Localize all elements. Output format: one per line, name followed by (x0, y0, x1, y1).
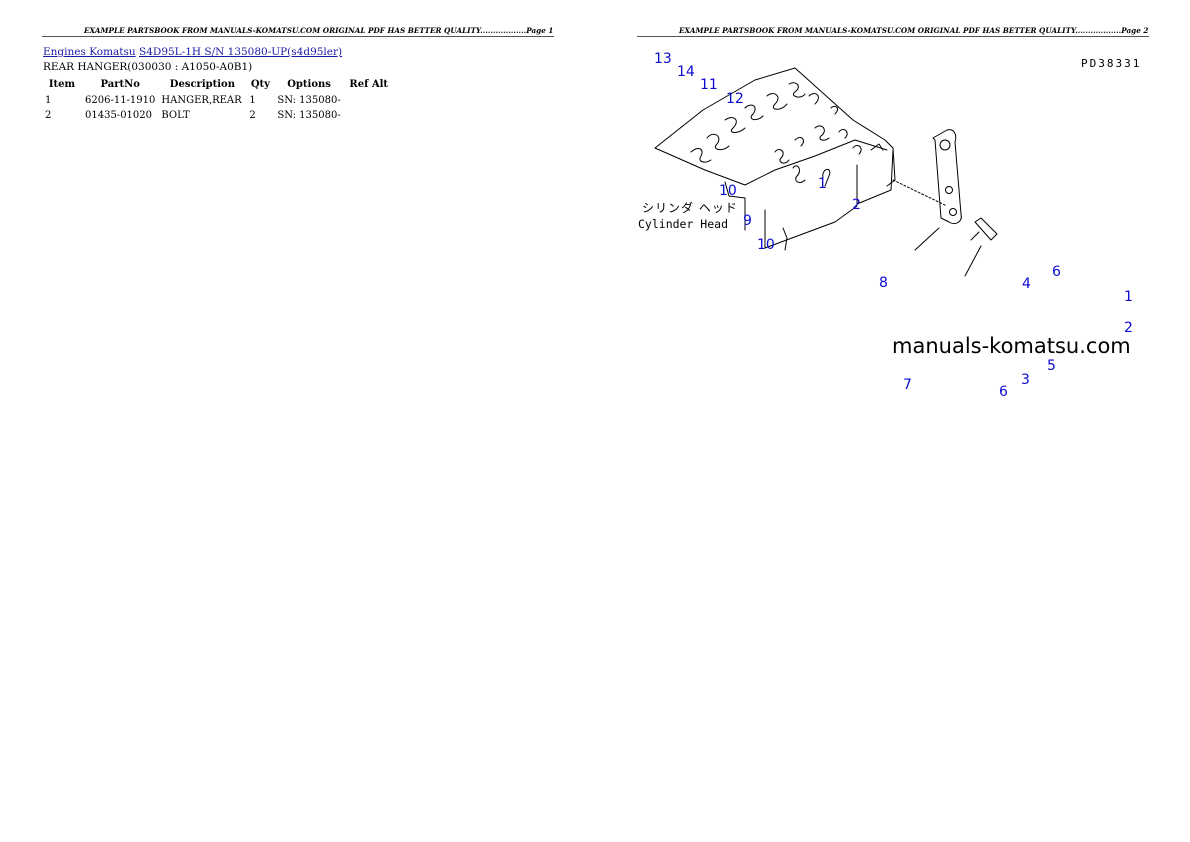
cell-options: SN: 135080- (277, 110, 341, 121)
header-rule (42, 36, 554, 37)
rear-hanger-shape (932, 129, 962, 225)
cylinder-head-outline (654, 67, 896, 187)
cell-description: BOLT (161, 110, 190, 121)
col-header-description: Description (169, 79, 235, 90)
parts-diagram (654, 67, 998, 277)
page-header: EXAMPLE PARTSBOOK FROM MANUALS-KOMATSU.C… (679, 26, 1149, 35)
table-row: 1 6206-11-1910 HANGER,REAR 1 SN: 135080- (42, 93, 394, 108)
cell-qty: 2 (249, 110, 256, 121)
parts-table: Item PartNo Description Qty Options Ref … (42, 76, 394, 123)
callout: 1 (818, 176, 827, 192)
col-header-ref-alt: Ref Alt (349, 79, 389, 90)
callout: 13 (654, 51, 672, 67)
callout: 9 (743, 213, 752, 229)
header-rule (637, 36, 1149, 37)
callout: 4 (1022, 276, 1031, 292)
bolt-shape (974, 217, 998, 241)
breadcrumb-link-engines[interactable]: Engines Komatsu (43, 46, 136, 58)
callout: 3 (1021, 372, 1030, 388)
watermark-text: manuals-komatsu.com (892, 334, 1131, 358)
breadcrumb: Engines Komatsu S4D95L-1H S/N 135080-UP(… (43, 46, 342, 58)
col-header-options: Options (287, 79, 331, 90)
callout: 8 (879, 275, 888, 291)
cell-partno: 01435-01020 (85, 110, 153, 121)
col-header-partno: PartNo (100, 79, 140, 90)
table-header-row: Item PartNo Description Qty Options Ref … (42, 76, 394, 93)
callout: 7 (903, 377, 912, 393)
callout: 14 (677, 64, 695, 80)
callout: 6 (999, 384, 1008, 400)
callout: 12 (726, 91, 744, 107)
col-header-qty: Qty (250, 79, 270, 90)
cell-ref-alt (344, 108, 394, 123)
cell-partno: 6206-11-1910 (85, 95, 156, 106)
callout: 5 (1047, 358, 1056, 374)
callout: 1 (1124, 289, 1133, 305)
cylinder-head-label-en: Cylinder Head (638, 217, 729, 231)
breadcrumb-link-model[interactable]: S4D95L-1H S/N 135080-UP(s4d95ler) (139, 46, 343, 58)
page-2: EXAMPLE PARTSBOOK FROM MANUALS-KOMATSU.C… (595, 0, 1190, 842)
cell-item: 1 (45, 95, 52, 106)
callout: 10 (757, 237, 775, 253)
callout: 2 (1124, 320, 1133, 336)
cylinder-head-label-jp: シリンダ ヘッド (642, 201, 738, 215)
cell-item: 2 (45, 110, 52, 121)
section-title: REAR HANGER(030030 : A1050-A0B1) (43, 61, 253, 73)
cell-description: HANGER,REAR (161, 95, 242, 106)
cell-options: SN: 135080- (277, 95, 341, 106)
callout: 2 (852, 197, 861, 213)
page-header: EXAMPLE PARTSBOOK FROM MANUALS-KOMATSU.C… (84, 26, 554, 35)
callout: 10 (719, 183, 737, 199)
table-row: 2 01435-01020 BOLT 2 SN: 135080- (42, 108, 394, 123)
col-header-item: Item (48, 79, 76, 90)
callout: 11 (700, 77, 718, 93)
cell-qty: 1 (249, 95, 256, 106)
diagram-code: PD38331 (1081, 57, 1142, 70)
callout: 6 (1052, 264, 1061, 280)
page-1: EXAMPLE PARTSBOOK FROM MANUALS-KOMATSU.C… (42, 26, 554, 123)
cell-ref-alt (344, 93, 394, 108)
